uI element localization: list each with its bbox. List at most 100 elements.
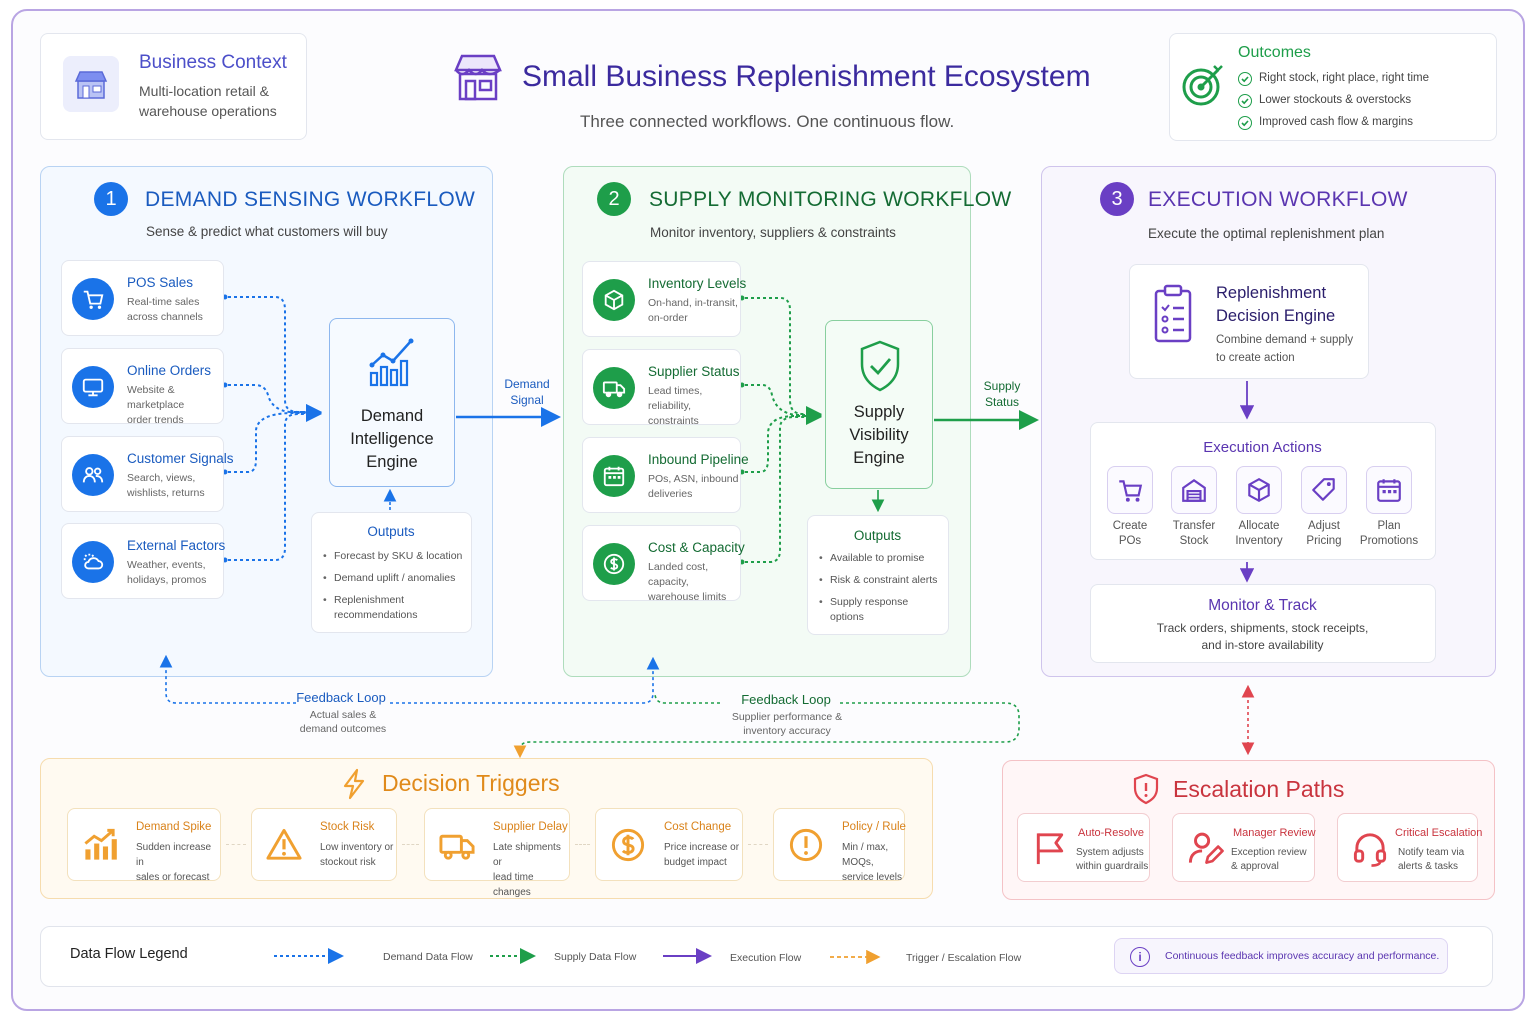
trigger-title: Demand Spike bbox=[136, 821, 212, 833]
supply-outputs-card: Outputs Available to promiseRisk & const… bbox=[807, 515, 949, 635]
output-item: Replenishment recommendations bbox=[323, 593, 418, 623]
input-title: Cost & Capacity bbox=[648, 540, 745, 555]
info-icon: i bbox=[1130, 947, 1150, 967]
action-allocate-inventory[interactable] bbox=[1236, 466, 1282, 514]
box-icon bbox=[1244, 475, 1274, 505]
shield-check-icon bbox=[855, 339, 905, 393]
trigger-title: Supplier Delay bbox=[493, 821, 568, 833]
replenishment-decision-engine[interactable]: Replenishment Decision Engine Combine de… bbox=[1129, 264, 1369, 379]
check-circle-icon bbox=[1238, 116, 1252, 130]
decision-triggers-title: Decision Triggers bbox=[382, 770, 560, 796]
lightning-icon bbox=[340, 768, 368, 800]
users-icon bbox=[72, 454, 114, 496]
trigger-separator bbox=[226, 844, 246, 845]
demand-workflow-title: DEMAND SENSING WORKFLOW bbox=[145, 188, 476, 211]
shield-alert-icon bbox=[1131, 773, 1161, 805]
input-description: Search, views, wishlists, returns bbox=[127, 472, 205, 499]
action-adjust-pricing[interactable] bbox=[1301, 466, 1347, 514]
input-title: Online Orders bbox=[127, 363, 212, 378]
calendar-icon bbox=[1374, 475, 1404, 505]
action-plan-promotions[interactable] bbox=[1366, 466, 1412, 514]
trigger-description: Low inventory or stockout risk bbox=[320, 842, 394, 868]
supply-workflow-title: SUPPLY MONITORING WORKFLOW bbox=[649, 188, 1012, 211]
escalation-title: Auto-Resolve bbox=[1078, 827, 1145, 839]
dollar-icon bbox=[608, 825, 648, 865]
warehouse-icon bbox=[1179, 475, 1209, 505]
legend-execution-label: Execution Flow bbox=[730, 952, 802, 964]
escalation-paths-title: Escalation Paths bbox=[1173, 776, 1345, 802]
cart-icon bbox=[72, 278, 114, 320]
escalation-description: Notify team via alerts & tasks bbox=[1398, 847, 1465, 872]
legend-note-text: Continuous feedback improves accuracy an… bbox=[1165, 950, 1440, 962]
step-1-badge: 1 bbox=[94, 182, 128, 216]
input-description: Weather, events, holidays, promos bbox=[127, 559, 207, 586]
calendar-icon bbox=[593, 455, 635, 497]
trigger-description: Min / max, MOQs, service levels bbox=[842, 842, 903, 883]
demand-intelligence-engine[interactable]: Demand Intelligence Engine bbox=[329, 318, 455, 487]
clipboard-checklist-icon bbox=[1148, 281, 1198, 347]
cart-icon bbox=[1115, 475, 1145, 505]
legend-demand-label: Demand Data Flow bbox=[383, 951, 473, 963]
action-label: Create POs bbox=[1112, 520, 1148, 547]
monitor-track-title: Monitor & Track bbox=[1208, 597, 1317, 614]
legend-trigger-label: Trigger / Escalation Flow bbox=[906, 952, 1022, 964]
trigger-title: Cost Change bbox=[664, 821, 732, 833]
legend-note: i Continuous feedback improves accuracy … bbox=[1114, 938, 1448, 974]
trigger-separator bbox=[748, 844, 768, 845]
chart-up-icon bbox=[80, 825, 120, 865]
step-2-badge: 2 bbox=[597, 182, 631, 216]
target-icon bbox=[1180, 62, 1226, 108]
input-title: POS Sales bbox=[127, 275, 194, 290]
demand-workflow-subtitle: Sense & predict what customers will buy bbox=[146, 224, 388, 239]
store-icon bbox=[63, 56, 119, 112]
trigger-description: Price increase or budget impact bbox=[664, 842, 740, 868]
demand-outputs-card: Outputs Forecast by SKU & locationDemand… bbox=[311, 512, 472, 633]
business-context-title: Business Context bbox=[139, 52, 287, 73]
box-icon bbox=[593, 279, 635, 321]
page-title: Small Business Replenishment Ecosystem bbox=[522, 60, 1091, 93]
demand-signal-label: Demand Signal bbox=[504, 377, 550, 407]
trigger-description: Sudden increase in sales or forecast bbox=[136, 842, 212, 883]
execution-workflow-title: EXECUTION WORKFLOW bbox=[1148, 188, 1408, 211]
outcome-item: Lower stockouts & overstocks bbox=[1259, 94, 1412, 106]
input-description: Lead times, reliability, constraints bbox=[648, 385, 703, 427]
input-title: External Factors bbox=[127, 538, 226, 553]
action-label: Plan Promotions bbox=[1359, 520, 1419, 547]
truck-icon bbox=[593, 367, 635, 409]
input-title: Inbound Pipeline bbox=[648, 452, 749, 467]
supply-visibility-engine[interactable]: Supply Visibility Engine bbox=[825, 320, 933, 489]
action-transfer-stock[interactable] bbox=[1171, 466, 1217, 514]
output-item: Demand uplift / anomalies bbox=[323, 571, 455, 586]
legend-supply-label: Supply Data Flow bbox=[554, 951, 637, 963]
output-item: Forecast by SKU & location bbox=[323, 549, 462, 564]
monitor-track-card: Monitor & Track Track orders, shipments,… bbox=[1090, 584, 1436, 663]
action-create-pos[interactable] bbox=[1107, 466, 1153, 514]
outcome-item: Improved cash flow & margins bbox=[1259, 116, 1414, 128]
supply-workflow-subtitle: Monitor inventory, suppliers & constrain… bbox=[650, 225, 896, 240]
monitor-track-description: Track orders, shipments, stock receipts,… bbox=[1156, 621, 1369, 652]
business-context-description: Multi-location retail & warehouse operat… bbox=[139, 83, 277, 119]
input-description: On-hand, in-transit, on-order bbox=[648, 297, 738, 324]
dollar-icon bbox=[593, 543, 635, 585]
input-title: Inventory Levels bbox=[648, 276, 747, 291]
escalation-title: Critical Escalation bbox=[1395, 827, 1483, 839]
store-header-icon bbox=[452, 52, 504, 102]
check-circle-icon bbox=[1238, 72, 1252, 86]
